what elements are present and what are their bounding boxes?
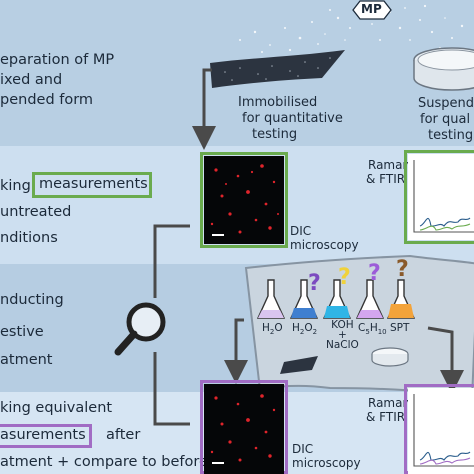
- flask-icon: [386, 279, 416, 319]
- svg-text:?: ?: [368, 261, 381, 286]
- magnifier-icon: [114, 302, 166, 356]
- dic-image-frame-before: [200, 152, 288, 248]
- flask-icon: [289, 279, 319, 319]
- bracket-connector-top: [153, 224, 190, 298]
- raman-label-before-line2: & FTIR: [366, 172, 406, 186]
- raman-label-before-line1: Raman: [368, 158, 411, 172]
- reagent-label-koh-naclo: KOH+NaClO: [326, 319, 359, 351]
- mp-hexagon-icon: [352, 0, 392, 20]
- arrow-icon: [224, 318, 248, 384]
- reagent-label-h2o: H2O: [262, 322, 283, 337]
- step4-line3: atment + compare to before: [0, 454, 208, 470]
- step2-line1-prefix: king: [0, 178, 31, 194]
- scale-bar-before: [212, 234, 224, 236]
- step4-measurements: asurements: [0, 427, 86, 443]
- suspended-line1: Suspende: [418, 96, 474, 111]
- petri-dish-icon: [413, 47, 474, 91]
- flask-icon: [322, 279, 352, 319]
- measurements-highlight: [32, 172, 152, 198]
- step1-line1: eparation of MP: [0, 52, 115, 68]
- spectrum-lines-before: [413, 160, 474, 233]
- step1-line2: ixed and: [0, 72, 63, 88]
- microplastic-dots-before: [210, 164, 279, 234]
- suspended-line2: for qual: [420, 112, 471, 127]
- measurements-highlight-after: [0, 424, 92, 448]
- spectrum-frame-before: [404, 150, 474, 244]
- step2-measurements: measurements: [39, 176, 148, 192]
- raman-label-after-line1: Raman: [368, 396, 411, 410]
- svg-text:?: ?: [338, 265, 351, 290]
- raman-label-after-line2: & FTIR: [366, 410, 406, 424]
- step1-line3: pended form: [0, 92, 94, 108]
- spectrum-lines-after: [413, 394, 474, 467]
- reagent-label-spt: SPT: [390, 322, 410, 334]
- mp-label: MP: [361, 2, 382, 16]
- svg-text:?: ?: [308, 271, 321, 296]
- immobilised-line2: for quantitative: [242, 111, 343, 126]
- dic-label-before-line2: microscopy: [290, 238, 359, 252]
- svg-text:?: ?: [396, 257, 409, 282]
- reagent-label-c5h10: C5H10: [358, 322, 387, 337]
- step4-after: after: [106, 427, 141, 443]
- dic-label-after-line1: DIC: [292, 442, 314, 456]
- flask-icon: [355, 279, 385, 319]
- step4-line1: king equivalent: [0, 400, 113, 416]
- petri-dish-icon: [371, 347, 409, 367]
- filter-sheet-small: [280, 356, 318, 374]
- step2-line3: nditions: [0, 230, 58, 246]
- question-mark-icon: ? ? ? ?: [308, 257, 409, 296]
- flask-icon: [256, 279, 286, 319]
- scale-bar-after: [212, 462, 224, 464]
- bracket-connector-bottom: [153, 352, 190, 426]
- suspended-line3: testing: [428, 128, 474, 143]
- dic-label-after-line2: microscopy: [292, 456, 361, 470]
- immobilised-line3: testing: [252, 127, 298, 142]
- step3-line3: atment: [0, 352, 53, 368]
- dic-label-before-line1: DIC: [290, 224, 312, 238]
- filter-sheet: [210, 50, 345, 88]
- step2-line2: untreated: [0, 204, 72, 220]
- arrow-icon: [192, 68, 216, 150]
- immobilised-line1: Immobilised: [238, 95, 318, 110]
- arrow-icon: [427, 326, 464, 394]
- step3-line2: estive: [0, 324, 44, 340]
- reagent-label-h2o2: H2O2: [292, 322, 318, 337]
- step3-line1: nducting: [0, 292, 64, 308]
- dic-microscopy-image-after: [204, 384, 284, 474]
- microplastic-dots-after: [210, 394, 276, 462]
